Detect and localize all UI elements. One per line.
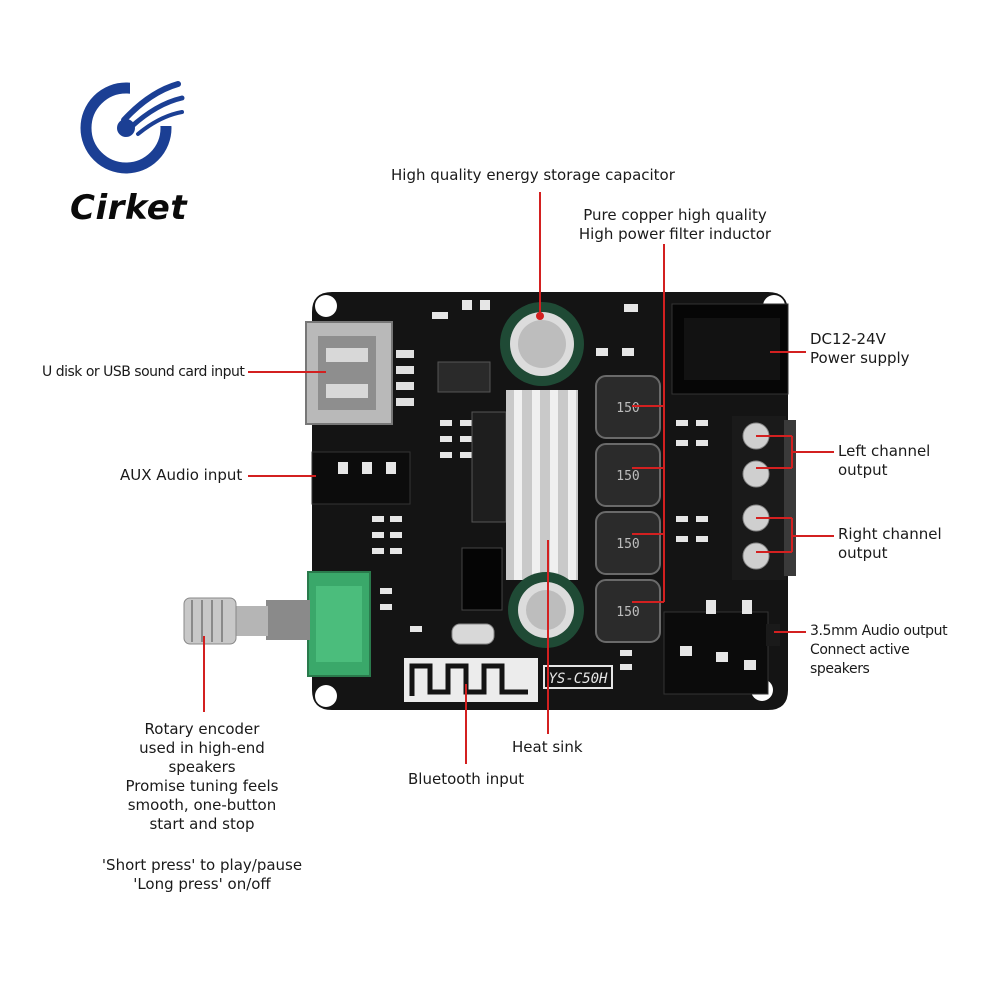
inductor-marking: 150 <box>616 605 639 620</box>
dc-power-jack <box>671 303 789 395</box>
callout-lines <box>203 192 834 764</box>
bluetooth-antenna <box>404 658 538 702</box>
audio-output-label: 3.5mm Audio output Connect active speake… <box>810 623 948 677</box>
usb-input-label: U disk or USB sound card input <box>42 364 245 380</box>
board-marking-frame <box>543 665 613 689</box>
regulator-chip <box>437 361 491 393</box>
left-channel-label: Left channel output <box>838 442 931 479</box>
bluetooth-input-label: Bluetooth input <box>408 770 525 788</box>
power-supply-label: DC12-24V Power supply <box>810 330 910 367</box>
right-channel-label: Right channel output <box>838 525 942 562</box>
crystal-oscillator <box>451 623 495 645</box>
filter-inductors <box>595 375 661 643</box>
speaker-terminals <box>732 416 796 580</box>
rotary-encoder <box>183 571 371 677</box>
bottom-capacitor <box>508 572 584 648</box>
cirket-logo-icon <box>80 80 185 174</box>
inductor-marking: 150 <box>616 401 639 416</box>
inductor-marking: 150 <box>616 537 639 552</box>
press-instructions-label: 'Short press' to play/pause 'Long press'… <box>101 856 303 893</box>
aux-input-label: AUX Audio input <box>120 466 243 484</box>
smd-components <box>372 300 708 670</box>
amplifier-chip <box>461 411 507 611</box>
top-capacitor <box>500 302 584 386</box>
board-marking: YS-C50H <box>548 671 608 687</box>
inductor-label: Pure copper high quality High power filt… <box>578 206 772 243</box>
audio-output-jack <box>663 600 780 695</box>
heat-sink <box>506 390 578 580</box>
brand-name: Cirket <box>70 188 188 228</box>
aux-jack <box>311 451 411 505</box>
capacitor-label: High quality energy storage capacitor <box>391 166 675 184</box>
heat-sink-label: Heat sink <box>512 738 583 756</box>
inductor-marking: 150 <box>616 469 639 484</box>
rotary-encoder-label: Rotary encoder used in high-end speakers… <box>125 720 279 833</box>
